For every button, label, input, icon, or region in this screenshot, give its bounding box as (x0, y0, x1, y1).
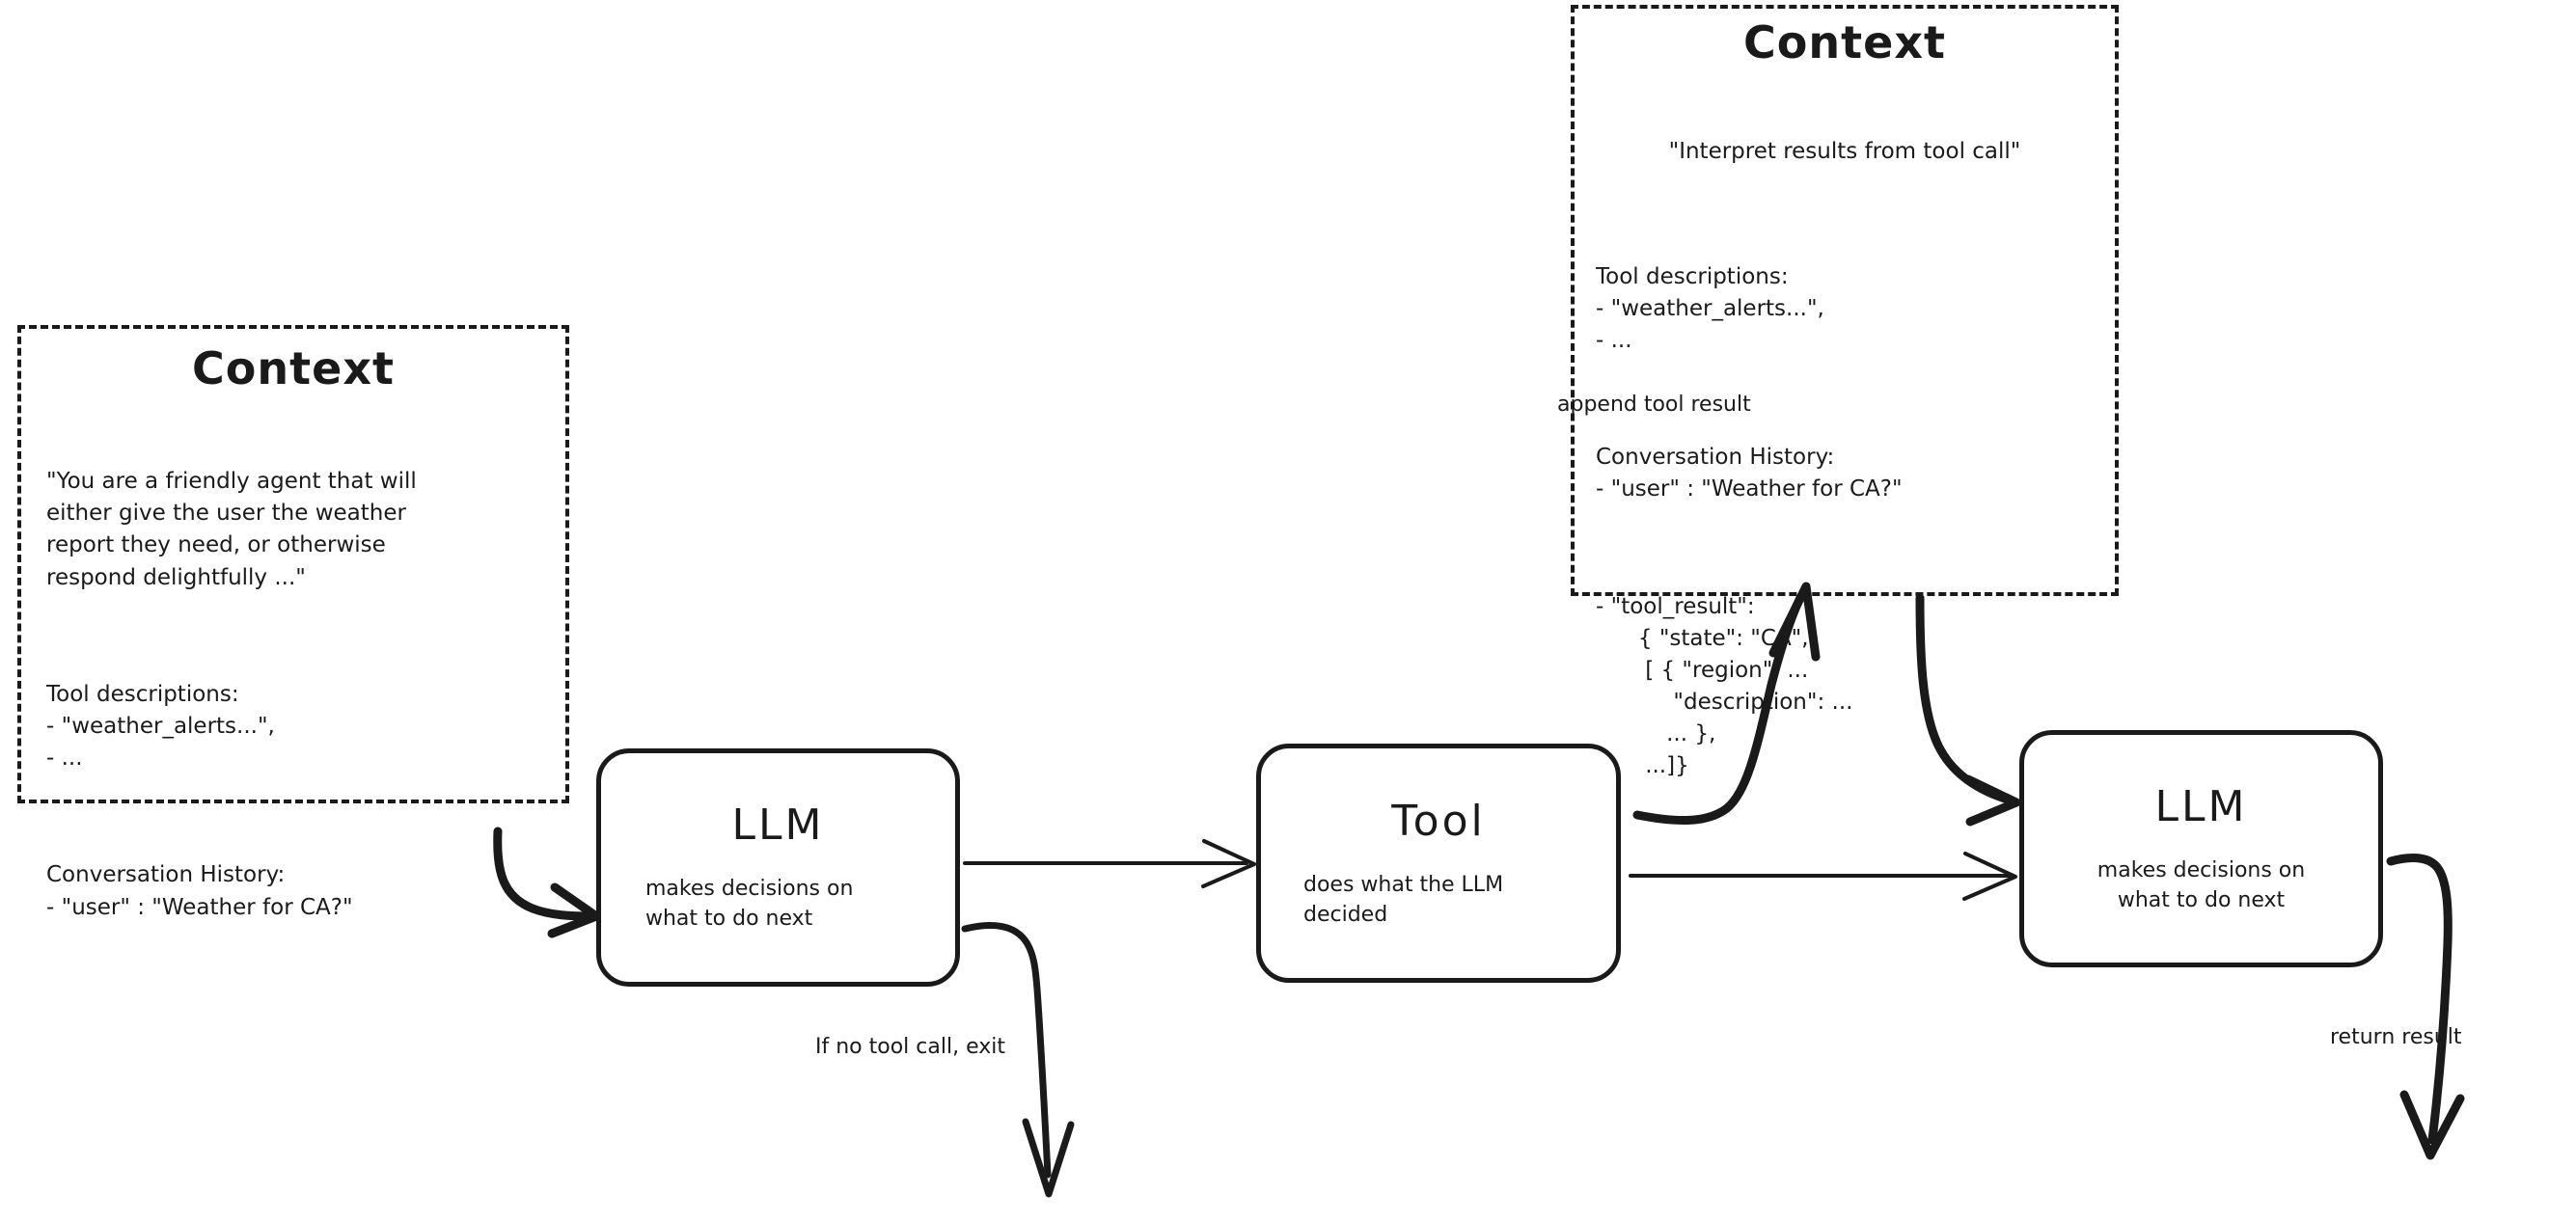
context-left-tool-descriptions: Tool descriptions: - "weather_alerts..."… (46, 681, 275, 772)
node-llm-second-title: LLM (2154, 781, 2248, 831)
context-right-title: Context (1743, 16, 1946, 68)
node-tool-title: Tool (1391, 796, 1486, 846)
edge-label-if-no-tool-call-exit: If no tool call, exit (815, 1035, 1005, 1059)
node-llm-second[interactable]: LLM makes decisions on what to do next (2019, 730, 2383, 967)
arrow-llm-second-return-result (2386, 854, 2465, 1160)
context-left-body: "You are a friendly agent that will eith… (21, 402, 565, 988)
arrow-llm-first-to-tool (963, 839, 1256, 888)
context-left-conversation-history: Conversation History: - "user" : "Weathe… (46, 862, 353, 920)
context-left-system-prompt: "You are a friendly agent that will eith… (46, 469, 417, 590)
context-box-left: Context "You are a friendly agent that w… (17, 325, 569, 920)
context-right-tool-result: - "tool_result": { "state": "CA", [ { "r… (1596, 593, 1853, 779)
arrow-tool-to-llm-second (1629, 852, 2017, 901)
context-left-title: Context (192, 342, 395, 394)
node-llm-first-subtitle: makes decisions on what to do next (645, 877, 854, 931)
node-llm-first[interactable]: LLM makes decisions on what to do next (596, 748, 960, 987)
node-tool[interactable]: Tool does what the LLM decided (1256, 744, 1621, 983)
context-right-system-prompt: "Interpret results from tool call" (1668, 139, 2021, 165)
edge-label-return-result: return result (2330, 1025, 2462, 1049)
context-right-tool-descriptions: Tool descriptions: - "weather_alerts..."… (1596, 263, 1824, 353)
node-llm-second-subtitle: makes decisions on what to do next (2096, 857, 2306, 912)
context-right-body: "Interpret results from tool call" Tool … (1575, 72, 2115, 846)
edge-label-append-tool-result: append tool result (1557, 393, 1751, 417)
context-right-conversation-history: Conversation History: - "user" : "Weathe… (1596, 445, 1903, 502)
node-tool-subtitle: does what the LLM decided (1303, 872, 1504, 927)
node-llm-first-title: LLM (731, 800, 825, 851)
context-box-right: Context "Interpret results from tool cal… (1571, 5, 2119, 778)
arrow-llm-first-exit (961, 922, 1075, 1198)
